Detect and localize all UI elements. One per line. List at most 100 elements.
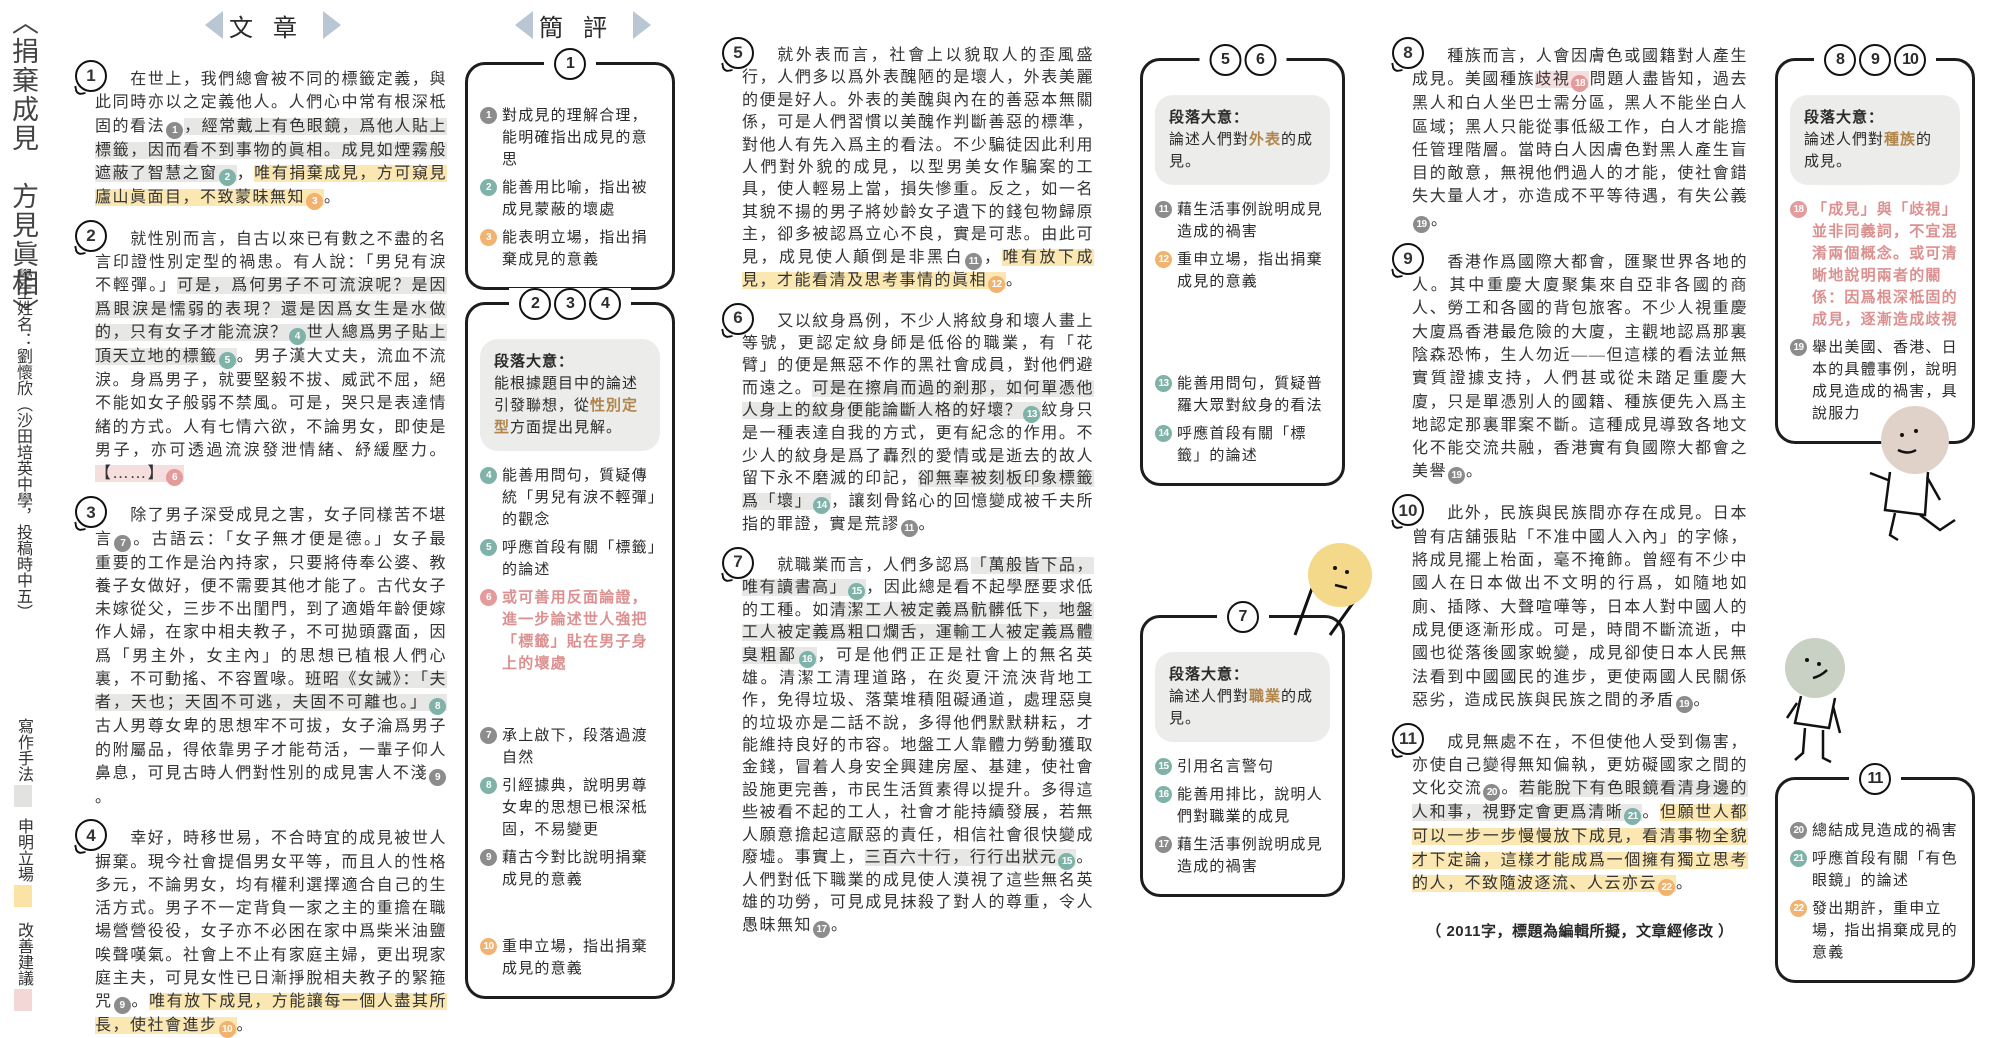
comment-marker: 7 xyxy=(114,534,132,552)
segment-text: 種族而言，人會因膚色或國籍對人產生成見。美國種族 xyxy=(1412,48,1748,89)
comment-text: 引用名言警句 xyxy=(1177,758,1275,775)
comment-marker: 3 xyxy=(306,192,324,210)
text-segment: 。男子漢大丈夫，流血不流淚。身爲男子，就要堅毅不拔、威武不屈，絕不能如女子般弱不… xyxy=(95,348,447,459)
legend-swatch-pink xyxy=(14,989,32,1011)
comment-marker: 14 xyxy=(1155,425,1172,442)
text-segment: 。 xyxy=(1642,804,1660,821)
text-segment: 。 xyxy=(1501,780,1519,797)
segment-text: 唯有放下成見，才能看清及思考事情的眞相 xyxy=(742,248,1094,289)
text-segment: ， xyxy=(983,249,1003,266)
paragraph-number-badge: 10 xyxy=(1392,494,1424,527)
paragraph-number-badge: 11 xyxy=(1392,722,1424,755)
author-line: 學生姓名：劉懷欣（沙田培英中學，投稿時中五） xyxy=(14,268,31,620)
paragraph-number-badge: 1 xyxy=(75,60,107,92)
comment-marker: 9 xyxy=(429,768,446,786)
comment-marker: 21 xyxy=(1624,808,1642,826)
heading-text: 文章 xyxy=(229,15,317,42)
legend-label: 改善建議 xyxy=(15,922,32,986)
comment-box-header: 11 xyxy=(1849,763,1901,795)
segment-text: 。 xyxy=(1466,463,1484,481)
comment-text: 呼應首段有關「標籤」的論述 xyxy=(502,539,657,578)
legend-label: 申明立場 xyxy=(15,818,32,882)
text-segment: 成見無處不在，不但使他人受到傷害，亦使自己變得無知偏執，更妨礙國家之間的文化交流… xyxy=(1412,734,1748,802)
segment-text: 。 xyxy=(1676,875,1694,893)
segment-text: 在世上，我們總會被不同的標籤定義，與此同時亦以之定義他人。人們心中常有根深柢固的… xyxy=(95,71,447,135)
comment-text: 能善用排比，說明人們對職業的成見 xyxy=(1177,786,1323,825)
comment-text: 能善用問句，質疑普羅大眾對紋身的看法 xyxy=(1177,375,1323,414)
comment-text: 或可善用反面論證，進一步論述世人強把「標籤」貼在男子身上的壞處 xyxy=(502,589,648,672)
segment-text: 唯有捐棄成見，方可窺見廬山眞面目，不致蒙昧無知 xyxy=(95,164,447,206)
comment-marker: 19 xyxy=(1413,215,1430,233)
summary-label: 段落大意： xyxy=(494,353,575,370)
comment-marker: 15 xyxy=(1155,758,1172,775)
summary-key: 性別定型 xyxy=(494,397,639,436)
segment-text: ， xyxy=(982,248,1003,266)
text-segment: ，可是他們正正是社會上的無名英雄。清潔工清理道路，在炎夏汗流浹背地工作，免得垃圾… xyxy=(742,647,1094,866)
comment-text: 總結成見造成的禍害 xyxy=(1812,822,1958,839)
paragraph-number-bubble: 6 xyxy=(1244,44,1276,76)
bracket-right-icon xyxy=(323,11,341,39)
text-segment: 。人們對低下職業的成見使人漠視了這些無名英雄的功勞，可見成見抹殺了對人的尊重，令… xyxy=(742,849,1094,938)
paragraph-number-bubble: 1 xyxy=(554,48,586,80)
comment-box-header: 7 xyxy=(1216,601,1269,633)
segment-text: 就性別而言，自古以來已有數之不盡的名言印證性別定型的禍患。有人說：「男兒有淚不輕… xyxy=(95,230,447,295)
comment-text: 能善用比喻，指出被成見蒙蔽的壞處 xyxy=(502,179,648,218)
heading-text: 簡評 xyxy=(539,15,627,42)
comment-text: 承上啟下，段落過渡自然 xyxy=(502,727,648,766)
bracket-left-icon xyxy=(515,11,533,39)
comment-marker: 11 xyxy=(1155,201,1172,218)
comment-marker: 17 xyxy=(813,920,831,938)
comment-marker: 17 xyxy=(1155,836,1172,853)
summary-post: 的成見。 xyxy=(1169,688,1314,727)
paragraph-number-bubble: 7 xyxy=(1226,601,1259,633)
text-segment: 。 xyxy=(324,189,342,206)
segment-text: ，經常戴上有色眼鏡，爲他人貼上標籤，因而看不到事物的眞相。成見如煙霧般遮蔽了智慧… xyxy=(95,117,447,182)
paragraph-number-bubble: 4 xyxy=(589,288,621,320)
segment-text: 。 xyxy=(1431,211,1449,229)
paragraph-number-bubble: 5 xyxy=(1209,44,1241,76)
segment-text: 又以紋身爲例，不少人將紋身和壞人畫上等號，更認定紋身師是低俗的職業，有「花臂」的… xyxy=(742,312,1094,397)
text-segment: 問題人盡皆知，過去黑人和白人坐巴士需分區，黑人不能坐白人區域；黑人只能從事低級工… xyxy=(1412,71,1748,233)
segment-text: 世人總爲男子貼上頂天立地的標籤 xyxy=(95,324,447,366)
segment-text: 。 xyxy=(324,188,342,206)
comment-marker: 19 xyxy=(1675,695,1693,713)
paragraph-number-badge: 4 xyxy=(75,819,107,852)
comment-marker: 15 xyxy=(848,582,866,600)
paragraph-number-bubble: 9 xyxy=(1859,44,1891,76)
comment-marker: 14 xyxy=(813,496,831,514)
text-segment: 。 xyxy=(919,516,937,533)
green-face-walking-figure xyxy=(1785,638,1845,764)
segment-text: 就外表而言，社會上以貌取人的歪風盛行，人們多以爲外表醜陋的是壞人，外表美麗的便是… xyxy=(742,47,1094,266)
text-segment: 。古語云：「女子無才便是德。」女子最重要的工作是治內持家，只要將侍奉公婆、教養子… xyxy=(95,531,447,688)
paragraph-summary: 段落大意：論述人們對外表的成見。 xyxy=(1155,95,1330,185)
legend-label: 寫作手法 xyxy=(15,718,32,782)
segment-text: 古人男尊女卑的思想牢不可拔，女子淪爲男子的附屬品，得依靠男子才能苟活，一輩子仰人… xyxy=(95,718,447,782)
comment-item: 15 引用名言警句 xyxy=(1155,756,1330,778)
legend-swatch-yellow xyxy=(14,885,32,907)
segment-text: 。 xyxy=(831,916,849,934)
segment-text: ，因此總是看不起學歷要求低的工種。如 xyxy=(742,578,1094,619)
comment-text: 引經據典，說明男尊女卑的思想已根深柢固，不易變更 xyxy=(502,777,648,838)
text-segment: 種族而言，人會因膚色或國籍對人產生成見。美國種族 xyxy=(1412,48,1748,88)
paragraph-number-bubble: 10 xyxy=(1894,44,1926,76)
comment-marker: 3 xyxy=(480,229,497,246)
text-segment: ，因此總是看不起學歷要求低的工種。如 xyxy=(742,579,1094,619)
summary-pre: 論述人們對 xyxy=(1804,131,1885,148)
comment-marker: 15 xyxy=(1058,852,1076,870)
